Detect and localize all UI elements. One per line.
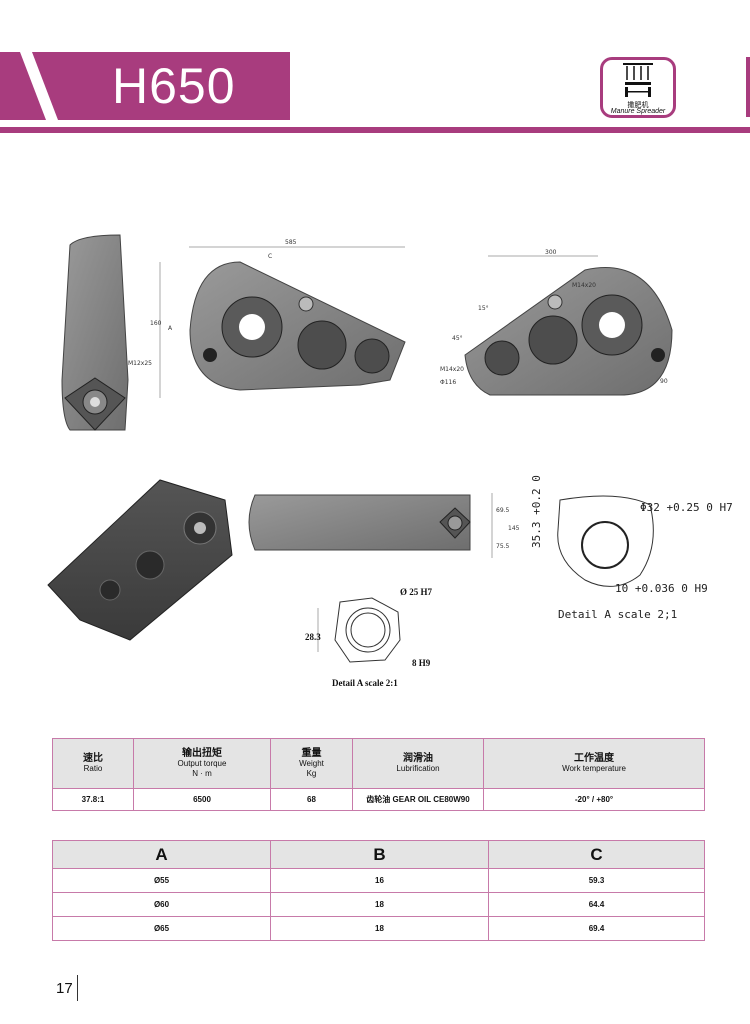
gearbox-3d-render (47, 479, 233, 641)
svg-text:M12x25: M12x25 (128, 360, 152, 367)
col-c-header: C (488, 840, 705, 869)
cell-b: 16 (270, 868, 489, 893)
svg-text:45°: 45° (452, 335, 463, 342)
badge-label-zh: 撒肥机 (627, 102, 649, 109)
rear-view-drawing: 300 M14x20 M14x20 Φ116 15° 45° 90 (440, 249, 673, 396)
svg-text:C: C (268, 253, 272, 260)
weight-cell: 68 (270, 788, 353, 811)
banner-slash (20, 52, 58, 120)
front-view-drawing: 585 160 A C (150, 239, 406, 398)
svg-text:300: 300 (545, 249, 557, 256)
cell-c: 69.4 (488, 916, 705, 941)
svg-text:Detail A scale 2:1: Detail A scale 2:1 (332, 678, 398, 688)
detail-a-right: Φ32 +0.25 0 H7 35.3 +0.2 0 10 +0.036 0 H… (530, 475, 733, 621)
svg-text:M14x20: M14x20 (440, 366, 464, 373)
ratio-cell: 37.8:1 (52, 788, 134, 811)
svg-text:145: 145 (508, 525, 520, 532)
manure-spreader-badge: 撒肥机 Manure Spreader (600, 57, 676, 118)
col-b-header: B (270, 840, 489, 869)
manure-spreader-icon (623, 63, 653, 97)
cell-a: Ø55 (52, 868, 271, 893)
svg-text:15°: 15° (478, 305, 489, 312)
cell-b: 18 (270, 892, 489, 917)
col-a-header: A (52, 840, 271, 869)
technical-drawings: M12x25 585 160 A C 300 M14x20 M14x20 Φ11… (47, 234, 733, 688)
cell-a: Ø65 (52, 916, 271, 941)
svg-text:M14x20: M14x20 (572, 282, 596, 289)
cell-c: 59.3 (488, 868, 705, 893)
torque-cell: 6500 (133, 788, 271, 811)
svg-text:28.3: 28.3 (305, 632, 321, 642)
table-row: 37.8:1 6500 68 齿轮油 GEAR OIL CE80W90 -20°… (52, 788, 705, 811)
svg-text:160: 160 (150, 320, 162, 327)
svg-text:Φ32 +0.25 0 H7: Φ32 +0.25 0 H7 (640, 501, 733, 514)
svg-text:A: A (168, 325, 173, 332)
svg-text:Detail A scale 2;1: Detail A scale 2;1 (558, 608, 677, 621)
svg-text:585: 585 (285, 239, 297, 246)
page-number: 17 (56, 980, 73, 997)
svg-text:69.5: 69.5 (496, 507, 510, 514)
svg-text:Ø 25 H7: Ø 25 H7 (400, 587, 433, 597)
edge-tick (746, 57, 750, 117)
page-number-divider (77, 975, 78, 1001)
svg-text:75.5: 75.5 (496, 543, 510, 550)
svg-text:90: 90 (660, 378, 668, 385)
svg-text:35.3 +0.2 0: 35.3 +0.2 0 (530, 475, 543, 548)
svg-text:Φ116: Φ116 (440, 379, 456, 386)
page-title: H650 (112, 58, 236, 114)
cell-a: Ø60 (52, 892, 271, 917)
dimension-header-row: A B C (52, 840, 705, 869)
svg-text:10 +0.036 0 H9: 10 +0.036 0 H9 (615, 582, 708, 595)
side-view-drawing: M12x25 (61, 234, 152, 431)
cell-c: 64.4 (488, 892, 705, 917)
svg-text:8 H9: 8 H9 (412, 658, 431, 668)
lubrication-cell: 齿轮油 GEAR OIL CE80W90 (352, 788, 484, 811)
top-view-drawing: 69.5 75.5 145 (248, 493, 520, 558)
cell-b: 18 (270, 916, 489, 941)
temperature-cell: -20° / +80° (483, 788, 705, 811)
badge-label-en: Manure Spreader (610, 108, 666, 115)
header-rule (0, 127, 750, 133)
detail-a-left: 28.3 Ø 25 H7 8 H9 Detail A scale 2:1 (305, 587, 433, 688)
